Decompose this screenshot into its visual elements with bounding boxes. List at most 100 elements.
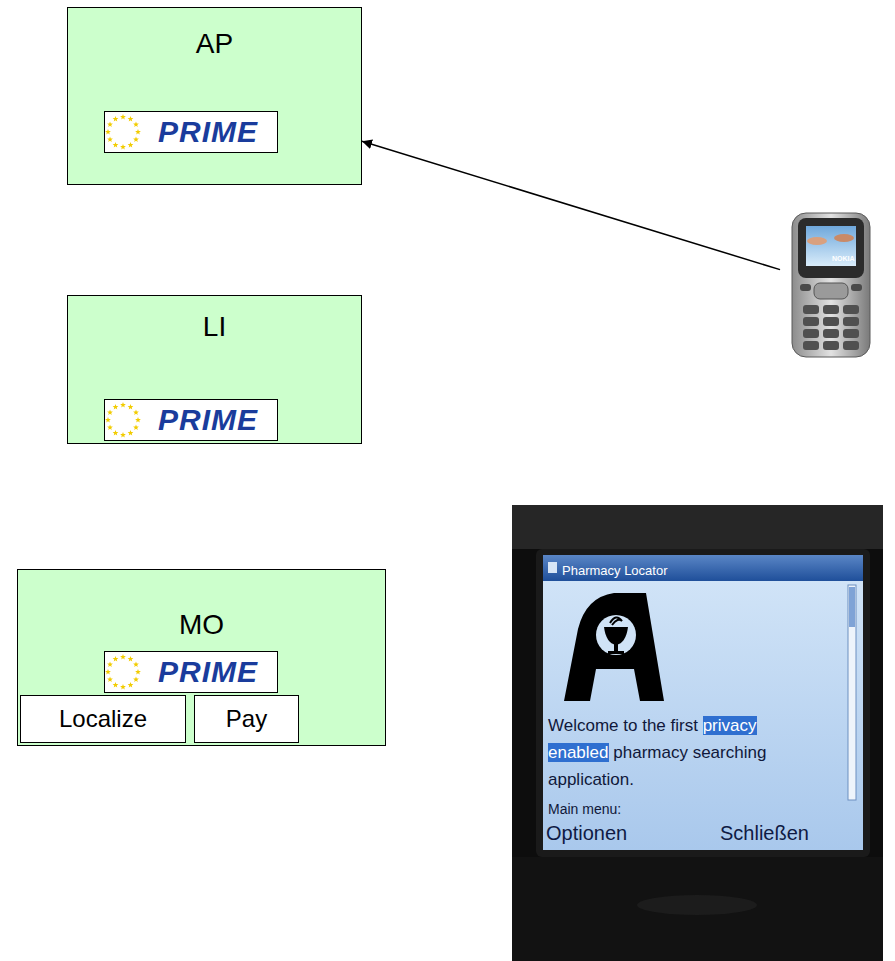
eu-star [128, 404, 134, 409]
eu-star [107, 677, 113, 682]
function-label: Localize [59, 705, 147, 733]
softkey-label: Schließen [720, 822, 809, 845]
scrollbar-thumb [849, 587, 855, 627]
phone-front-panel [798, 218, 864, 278]
eu-star [133, 122, 139, 127]
eu-star [133, 410, 139, 415]
chalice-cup [604, 627, 628, 645]
keypad-key [843, 341, 859, 350]
hand-graphic [834, 234, 854, 242]
softkey-label: Optionen [546, 822, 627, 845]
soft-key [851, 284, 862, 291]
eu-star [107, 410, 113, 415]
component-box: PRIME LI [67, 295, 362, 444]
keypad-key [823, 329, 839, 338]
eu-star [107, 662, 113, 667]
title-bar [543, 555, 863, 581]
keypad-key [823, 341, 839, 350]
chalice-foot [608, 651, 624, 654]
eu-star [133, 662, 139, 667]
prime-logo: PRIME [104, 111, 278, 153]
eu-star [113, 656, 119, 661]
nav-key [814, 283, 848, 299]
phone-top-bezel [512, 505, 883, 549]
eu-star [113, 116, 119, 121]
request-arrow [362, 141, 780, 269]
keypad-key [803, 305, 819, 314]
hand-graphic [807, 237, 827, 245]
phone-illustration [780, 210, 880, 360]
eu-star [133, 425, 139, 430]
chalice-stem [614, 644, 618, 652]
eu-star [120, 402, 126, 407]
pharmacy-logo [564, 593, 664, 701]
phone-body [792, 213, 870, 357]
eu-star [135, 417, 141, 422]
prime-logo: PRIME [104, 651, 278, 693]
eu-star [133, 677, 139, 682]
eu-stars [105, 112, 145, 153]
component-box: PRIME AP [67, 7, 362, 185]
eu-star [105, 669, 111, 674]
eu-star [128, 142, 134, 147]
box-label: LI [203, 311, 226, 343]
eu-star [133, 137, 139, 142]
eu-star [113, 430, 119, 435]
function-box: Localize [20, 695, 186, 743]
function-box: Pay [194, 695, 299, 743]
photo-background [512, 505, 883, 961]
eu-stars [105, 652, 145, 693]
soft-key [800, 284, 811, 291]
phone-screen [806, 226, 856, 266]
eu-star [113, 682, 119, 687]
logo-text: PRIME [158, 655, 258, 689]
eu-star [120, 114, 126, 119]
mobile-phone: NOKIA [780, 210, 880, 360]
eu-star [120, 432, 126, 437]
brand-text: NOKIA [832, 255, 855, 262]
eu-star [128, 656, 134, 661]
eu-star [113, 142, 119, 147]
keypad-key [843, 317, 859, 326]
function-label: Pay [226, 705, 267, 733]
keypad-key [803, 317, 819, 326]
eu-star [135, 129, 141, 134]
app-icon [548, 562, 557, 573]
eu-star [128, 430, 134, 435]
logo-counter [596, 615, 636, 655]
snake-symbol [610, 617, 622, 625]
menu-text: Main menu: [548, 801, 621, 817]
eu-star [105, 417, 111, 422]
welcome-paragraph: Welcome to the firstprivacy enabledpharm… [548, 712, 813, 793]
keypad-key [843, 305, 859, 314]
eu-star [120, 654, 126, 659]
eu-star [107, 137, 113, 142]
keypad-key [843, 329, 859, 338]
eu-star [135, 669, 141, 674]
eu-star [128, 116, 134, 121]
prime-logo: PRIME [104, 399, 278, 441]
keypad-key [803, 341, 819, 350]
pharmacy-a-shape [564, 593, 664, 701]
box-label: AP [196, 28, 233, 60]
phone-lower-body [512, 857, 883, 961]
eu-star [128, 682, 134, 687]
screen-display [543, 555, 863, 850]
keypad-key [823, 317, 839, 326]
screen-title: Pharmacy Locator [562, 563, 668, 578]
screen-frame [536, 549, 870, 857]
logo-text: PRIME [158, 403, 258, 437]
eu-star [120, 684, 126, 689]
eu-star [105, 129, 111, 134]
keypad-key [823, 305, 839, 314]
box-label: MO [179, 609, 224, 641]
scrollbar [848, 585, 856, 800]
screen-text: Welcome to the first [548, 716, 698, 735]
phone-detail [637, 895, 757, 915]
eu-star [120, 144, 126, 149]
eu-star [113, 404, 119, 409]
eu-star [107, 425, 113, 430]
component-box: PRIME Localize Pay MO [17, 569, 386, 746]
